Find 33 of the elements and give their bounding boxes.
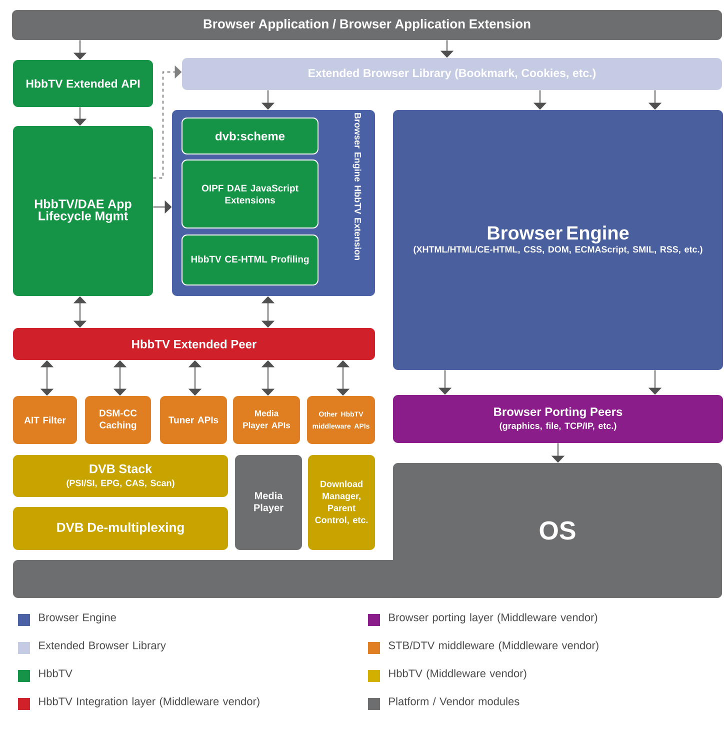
api-box: DSM-CC Caching (85, 396, 151, 444)
title-bar: Browser Application / Browser Application Extension (12, 10, 722, 40)
porting-bar: Browser Porting Peers (graphics, file, TCP/IP, etc.) (393, 395, 723, 443)
arrow (261, 360, 275, 396)
module-box: OIPF DAE JavaScript Extensions (182, 160, 318, 228)
module-box: dvb:scheme (182, 118, 318, 154)
player-box: Media Player (235, 455, 302, 550)
api-box: Tuner APIs (160, 396, 227, 444)
arrow (336, 360, 350, 396)
arrow (188, 360, 202, 396)
module-box: Download Manager, Parent Control, etc. (308, 455, 375, 550)
legend-text: Browser porting layer (Middleware vendor) (389, 613, 598, 624)
stack-box: DVB Stack (PSI/SI, EPG, CAS, Scan) (13, 455, 228, 497)
arrow (261, 296, 275, 328)
module-box: HbbTV/DAE App Lifecycle Mgmt (13, 126, 153, 296)
library-bar: Extended Browser Library (Bookmark, Cookies, etc.) (182, 58, 722, 90)
arrow (40, 360, 54, 396)
api-box: AIT Filter (13, 396, 77, 444)
legend-text: HbbTV Integration layer (Middleware vendor) (39, 697, 260, 708)
api-box: Media Player APIs (233, 396, 300, 444)
legend-text: Browser Engine (39, 613, 116, 624)
legend-text: HbbTV (39, 669, 72, 678)
arrow (153, 65, 182, 179)
arrow (73, 296, 87, 328)
legend-text: Extended Browser Library (39, 641, 166, 652)
engine-block: Browser Engine (XHTML/HTML/CE-HTML, CSS, DOM, ECMAScript, SMIL, RSS, etc.) (393, 110, 723, 370)
legend-text: STB/DTV middleware (Middleware vendor) (388, 641, 598, 652)
peer-bar: HbbTV Extended Peer (13, 328, 375, 360)
arrow (113, 360, 127, 396)
legend-text: HbbTV (Middleware vendor) (389, 669, 526, 680)
legend-text: Platform / Vendor modules (389, 697, 520, 706)
module-box: HbbTV Extended API (13, 60, 153, 107)
module-box: HbbTV CE-HTML Profiling (182, 234, 318, 286)
